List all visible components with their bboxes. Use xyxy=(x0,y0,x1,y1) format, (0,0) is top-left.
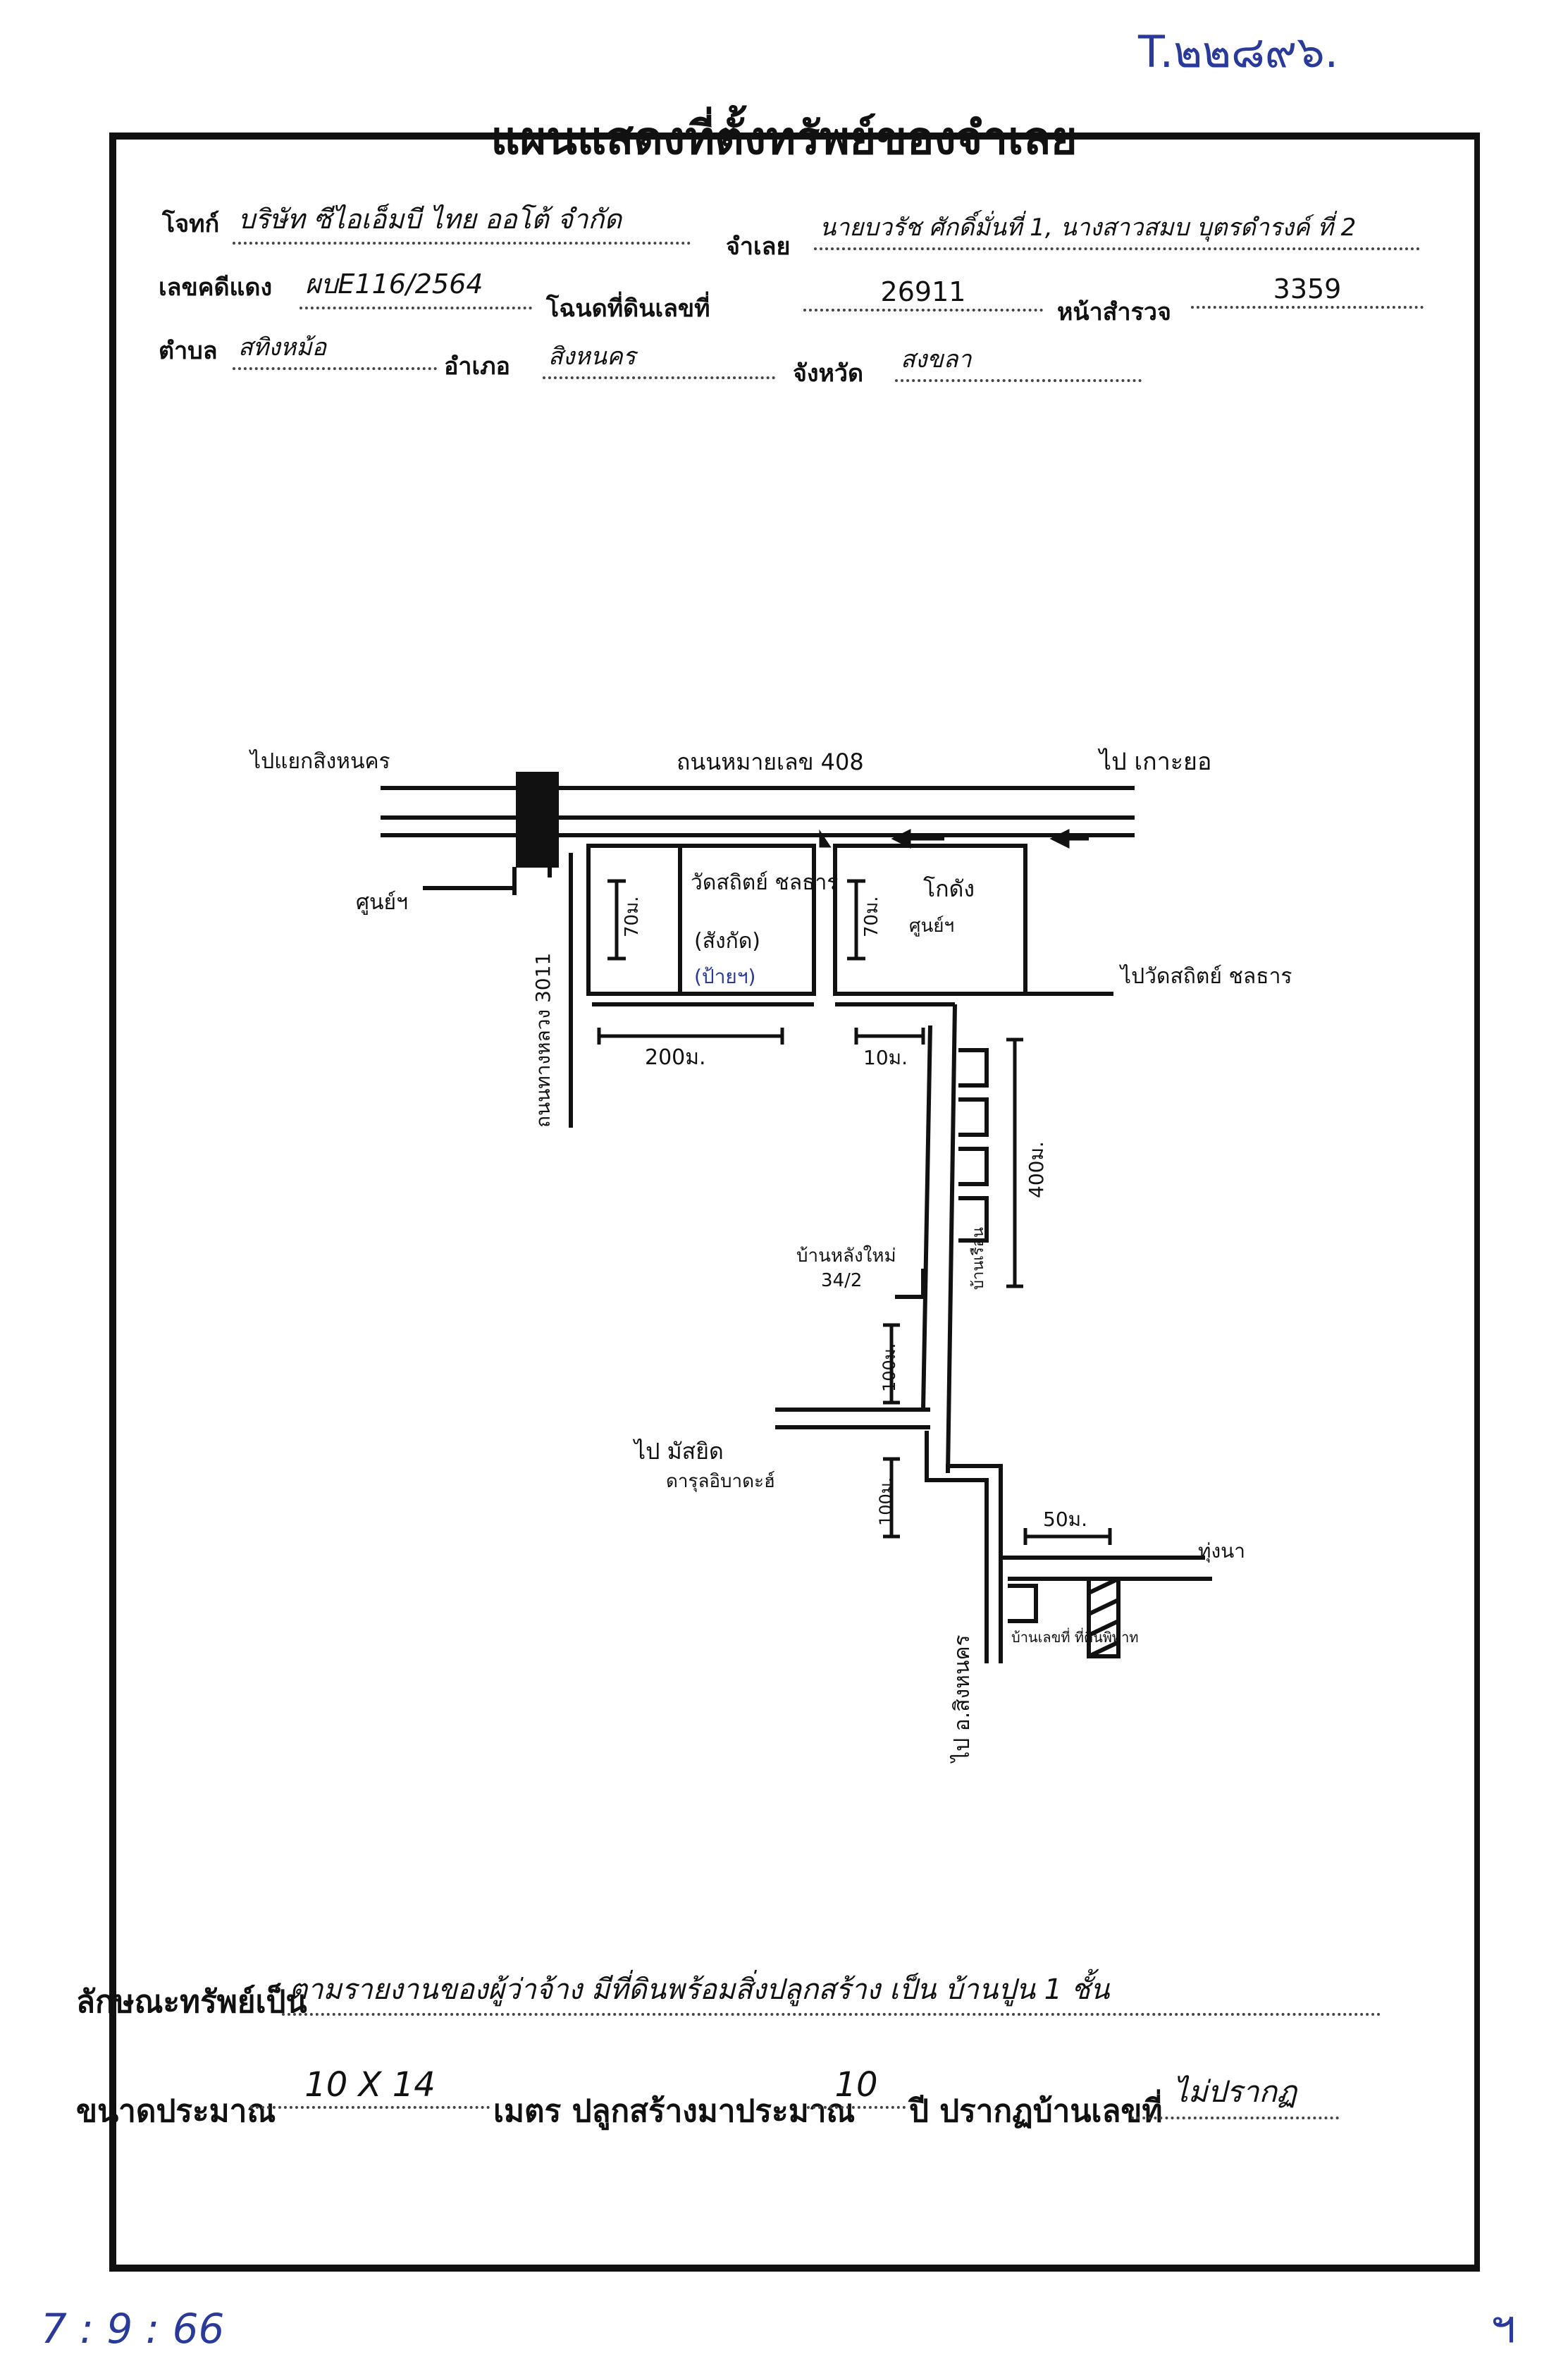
poi-connector xyxy=(423,867,517,890)
lane-left xyxy=(921,1025,932,1410)
document-frame xyxy=(109,133,1480,2272)
dist-50: 50ม. xyxy=(1043,1508,1087,1531)
province-value: สงขลา xyxy=(895,340,1142,382)
defendant-label: จำเลย xyxy=(726,233,791,261)
district-label: อำเภอ xyxy=(444,352,510,381)
title-deed-label: โฉนดที่ดินเลขที่ xyxy=(546,295,710,323)
dist-70b: 70ม. xyxy=(861,897,882,938)
house-number-label: 34/2 xyxy=(821,1270,862,1291)
to-left-label: ไปแยกสิงหนคร xyxy=(249,749,390,774)
property-type-label: ลักษณะทรัพย์เป็น xyxy=(76,1984,307,2020)
lane-bend-right xyxy=(946,1464,1205,1560)
red-case-label: เลขคดีแดง xyxy=(159,273,273,302)
block-a-note: (ป้ายฯ) xyxy=(694,965,755,988)
lane-right xyxy=(946,1004,957,1474)
plaintiff-value: บริษัท ซีไอเอ็มบี ไทย ออโต้ จำกัด xyxy=(233,197,691,245)
house-number-field-label: ปี ปรากฏบ้านเลขที่ xyxy=(909,2093,1163,2129)
red-case-value: ผบE116/2564 xyxy=(300,262,532,309)
houses-label: บ้านเรือน xyxy=(970,1227,987,1290)
to-right-label: ไป เกาะยอ xyxy=(1097,748,1211,776)
house-number-field-value: ไม่ปรากฏ xyxy=(1131,2069,1339,2119)
block-a-name: วัดสถิตย์ ชลธาร xyxy=(691,870,838,895)
size-value: 10 X 14 xyxy=(250,2065,490,2109)
side-road-label: ถนนทางหลวง 3011 xyxy=(531,953,555,1128)
dist-100b: 100ม. xyxy=(876,1477,896,1526)
target-label: บ้านเลขที่ ที่ดินพิพาท xyxy=(1011,1627,1139,1646)
to-district-label: ไป อ.สิงหนคร xyxy=(949,1634,975,1763)
block-a xyxy=(586,844,816,996)
block-b-sub: ศูนย์ฯ xyxy=(909,916,954,937)
dist-100a: 100ม. xyxy=(879,1343,899,1392)
to-mosque-label: ไป มัสยิด xyxy=(632,1438,724,1465)
province-label: จังหวัด xyxy=(793,359,864,388)
block-b-name: โกดัง xyxy=(923,875,975,902)
block-b xyxy=(833,844,1027,996)
house-new-label: บ้านหลังใหม่ xyxy=(796,1245,896,1267)
property-type-value: ตามรายงานของผู้ว่าจ้าง มีที่ดินพร้อมสิ่ง… xyxy=(282,1966,1381,2016)
dist-10: 10ม. xyxy=(863,1046,908,1069)
survey-page-value: 3359 xyxy=(1191,273,1424,309)
corner-mark: ฯ xyxy=(1490,2301,1516,2353)
title-deed-value: 26911 xyxy=(803,276,1043,312)
target-plot xyxy=(1087,1577,1121,1658)
build-age-label: เมตร ปลูกสร้างมาประมาณ xyxy=(493,2093,856,2129)
to-field-label: ทุ่งนา xyxy=(1198,1539,1245,1563)
subdistrict-label: ตำบล xyxy=(159,337,218,365)
plaintiff-label: โจทก์ xyxy=(162,210,220,238)
junction-marker xyxy=(516,772,559,868)
dist-70a: 70ม. xyxy=(622,897,643,938)
defendant-value: นายบวรัช ศักดิ์มั่นที่ 1, นางสาวสมบ บุตร… xyxy=(814,208,1420,250)
size-label: ขนาดประมาณ xyxy=(76,2093,276,2129)
district-value: สิงหนคร xyxy=(543,337,775,379)
lane-bend-left xyxy=(925,1431,989,1551)
dist-400: 400ม. xyxy=(1025,1141,1048,1198)
reference-number: T.๒๒๘๙๖. xyxy=(1138,26,1339,78)
handwritten-date: 7 : 9 : 66 xyxy=(41,2305,225,2353)
dist-200: 200ม. xyxy=(645,1045,706,1070)
mosque-sub-label: ดารุลอิบาดะฮ์ xyxy=(666,1471,775,1492)
poi-1-label: ศูนย์ฯ xyxy=(356,890,408,915)
build-age-value: 10 xyxy=(807,2065,906,2109)
survey-page-label: หน้าสำรวจ xyxy=(1057,298,1171,326)
subdistrict-value: สทิงหม้อ xyxy=(233,328,437,370)
to-temple-label: ไปวัดสถิตย์ ชลธาร xyxy=(1119,963,1292,989)
main-road-label: ถนนหมายเลข 408 xyxy=(677,749,864,775)
block-a-sub: (สังกัด) xyxy=(694,929,760,954)
